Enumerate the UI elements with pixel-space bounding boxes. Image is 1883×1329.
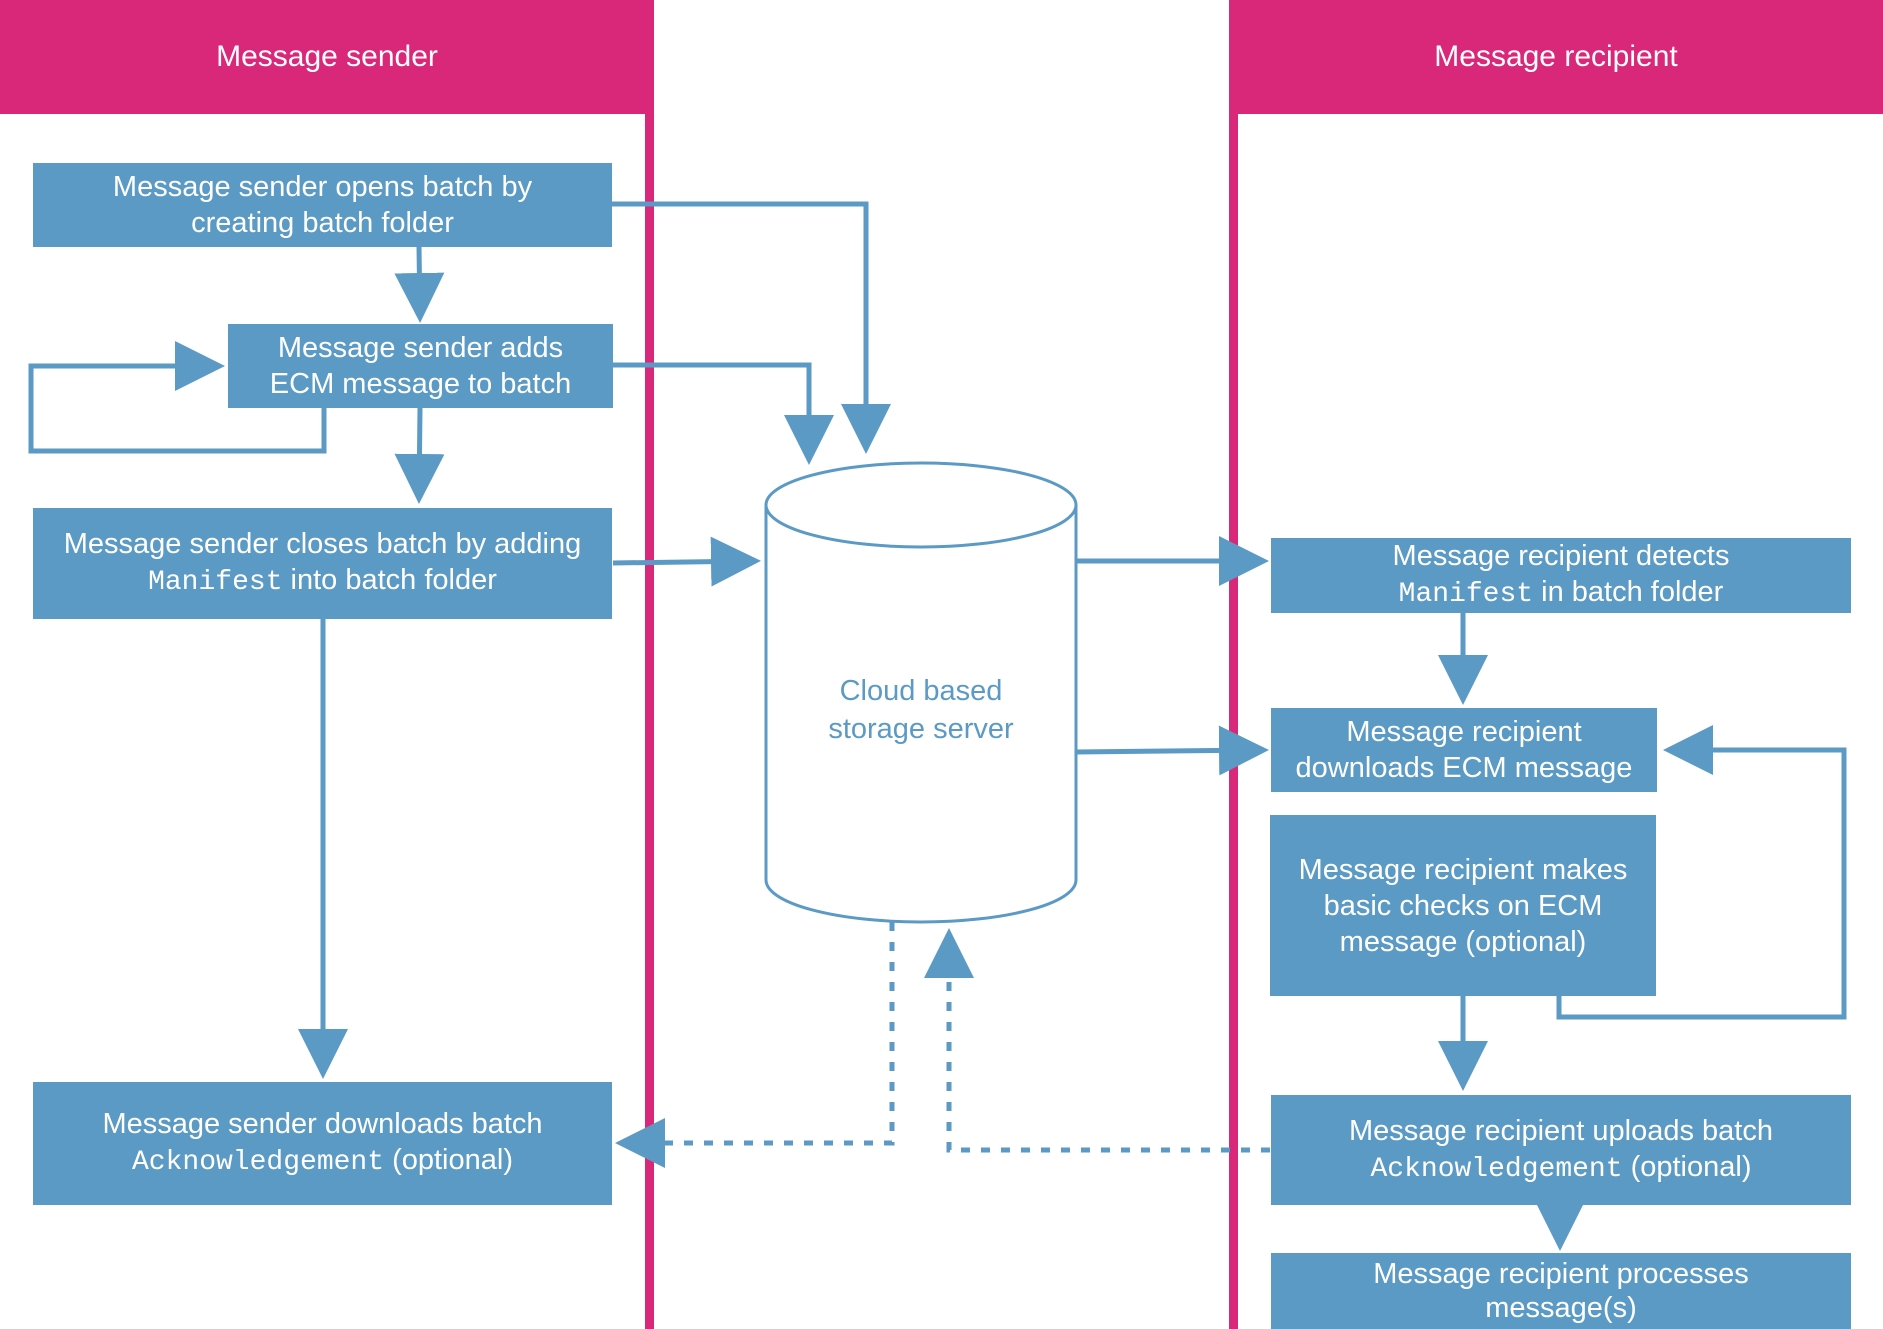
storage-server-label: Cloud based storage server — [766, 672, 1076, 748]
arrow-add-loop — [28, 341, 327, 454]
step-text: (optional) — [384, 1144, 513, 1176]
step-recipient-process-messages: Message recipient processes message(s) — [1271, 1253, 1851, 1329]
step-line: downloads ECM message — [1295, 752, 1633, 784]
step-line: Message recipient detects — [1392, 540, 1730, 572]
lane-header-recipient: Message recipient — [1229, 0, 1883, 114]
step-line: Acknowledgement (optional) — [1370, 1149, 1751, 1188]
step-line: Acknowledgement (optional) — [132, 1142, 513, 1181]
code-manifest: Manifest — [148, 567, 283, 598]
step-recipient-upload-ack: Message recipient uploads batch Acknowle… — [1271, 1095, 1851, 1205]
dashed-storage-to-sender-ack — [615, 922, 895, 1168]
arrow-storage-to-download — [1075, 725, 1269, 776]
step-line: Message sender closes batch by adding — [63, 528, 582, 560]
lane-divider-sender — [645, 0, 654, 1329]
step-line: Message recipient processes — [1373, 1258, 1749, 1290]
code-manifest: Manifest — [1398, 579, 1534, 610]
step-line: Message recipient — [1346, 716, 1582, 748]
step-line: creating batch folder — [191, 207, 454, 239]
step-line: message (optional) — [1339, 925, 1587, 958]
code-acknowledgement: Acknowledgement — [131, 1147, 385, 1178]
code-acknowledgement: Acknowledgement — [1370, 1153, 1623, 1185]
arrow-add-to-storage — [613, 362, 834, 465]
step-line: message(s) — [1485, 1292, 1637, 1324]
storage-label-line1: Cloud based — [839, 675, 1003, 707]
step-sender-download-ack: Message sender downloads batch Acknowled… — [33, 1082, 612, 1205]
step-line: Message sender opens batch by — [112, 171, 533, 203]
arrow-check-loop — [1556, 725, 1847, 1020]
arrow-open-to-storage — [612, 201, 891, 454]
step-recipient-download-message: Message recipient downloads ECM message — [1271, 708, 1657, 792]
step-text: into batch folder — [282, 564, 497, 596]
step-sender-open-batch: Message sender opens batch by creating b… — [33, 163, 612, 247]
step-recipient-detect-manifest: Message recipient detects Manifest in ba… — [1271, 538, 1851, 613]
step-text: (optional) — [1622, 1150, 1752, 1183]
step-line: Manifest in batch folder — [1399, 574, 1724, 613]
lane-header-sender: Message sender — [0, 0, 654, 114]
step-recipient-basic-checks: Message recipient makes basic checks on … — [1270, 815, 1656, 996]
step-line: Message recipient uploads batch — [1349, 1114, 1773, 1147]
step-line: basic checks on ECM — [1323, 889, 1603, 922]
step-line: Message recipient makes — [1298, 853, 1628, 886]
dashed-recipient-ack-to-storage — [924, 928, 1270, 1153]
step-line: ECM message to batch — [269, 368, 572, 400]
step-line: Message sender downloads batch — [102, 1108, 543, 1140]
storage-label-line2: storage server — [828, 713, 1014, 745]
arrow-close-to-storage — [612, 536, 761, 587]
step-sender-add-message: Message sender adds ECM message to batch — [228, 324, 613, 408]
step-sender-close-batch: Message sender closes batch by adding Ma… — [33, 508, 612, 619]
lane-divider-recipient — [1229, 0, 1238, 1329]
arrow-add-to-close — [394, 407, 445, 504]
step-line: Manifest into batch folder — [148, 562, 497, 601]
step-text: in batch folder — [1533, 576, 1724, 608]
step-line: Message sender adds — [277, 332, 564, 364]
arrow-open-to-add — [394, 246, 445, 323]
storage-cylinder — [764, 461, 1078, 924]
